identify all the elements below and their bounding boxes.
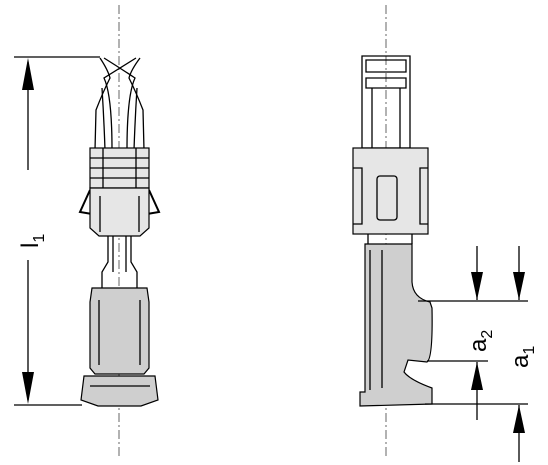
spring-finger-left xyxy=(94,57,111,151)
contact-body-lower xyxy=(89,187,150,237)
contact-side-view xyxy=(352,5,433,458)
label-a1: a1 xyxy=(507,346,538,368)
contact-housing xyxy=(352,147,429,235)
locking-lance-left xyxy=(78,189,93,215)
spring-finger-cross-a xyxy=(103,57,136,151)
arrow-up-a2 xyxy=(471,362,483,390)
insulation-crimp xyxy=(80,375,159,407)
neck-right xyxy=(130,236,138,288)
locking-lance-right xyxy=(146,189,161,215)
arrow-up-a1 xyxy=(513,405,525,433)
crimp-barrel xyxy=(89,287,150,375)
arrow-down-a2 xyxy=(471,272,483,300)
dimensions-a: a2 a1 xyxy=(418,246,538,462)
spring-finger-right xyxy=(128,57,145,151)
spring-finger-cross-b xyxy=(103,57,137,151)
crimp-profile xyxy=(359,243,433,407)
label-a2: a2 xyxy=(465,330,496,352)
svg-text:a1: a1 xyxy=(507,346,538,368)
arrow-up-l1 xyxy=(22,58,34,90)
locking-window xyxy=(376,175,398,221)
svg-text:a2: a2 xyxy=(465,330,496,352)
spring-finger-inner xyxy=(101,87,138,151)
arrow-down-l1 xyxy=(22,372,34,404)
label-l1: l1 xyxy=(17,234,48,248)
neck-left xyxy=(101,236,109,288)
contact-front-view xyxy=(78,5,161,458)
svg-text:l1: l1 xyxy=(17,234,48,248)
arrow-down-a1 xyxy=(513,272,525,300)
dimension-l1: l1 xyxy=(14,56,100,406)
